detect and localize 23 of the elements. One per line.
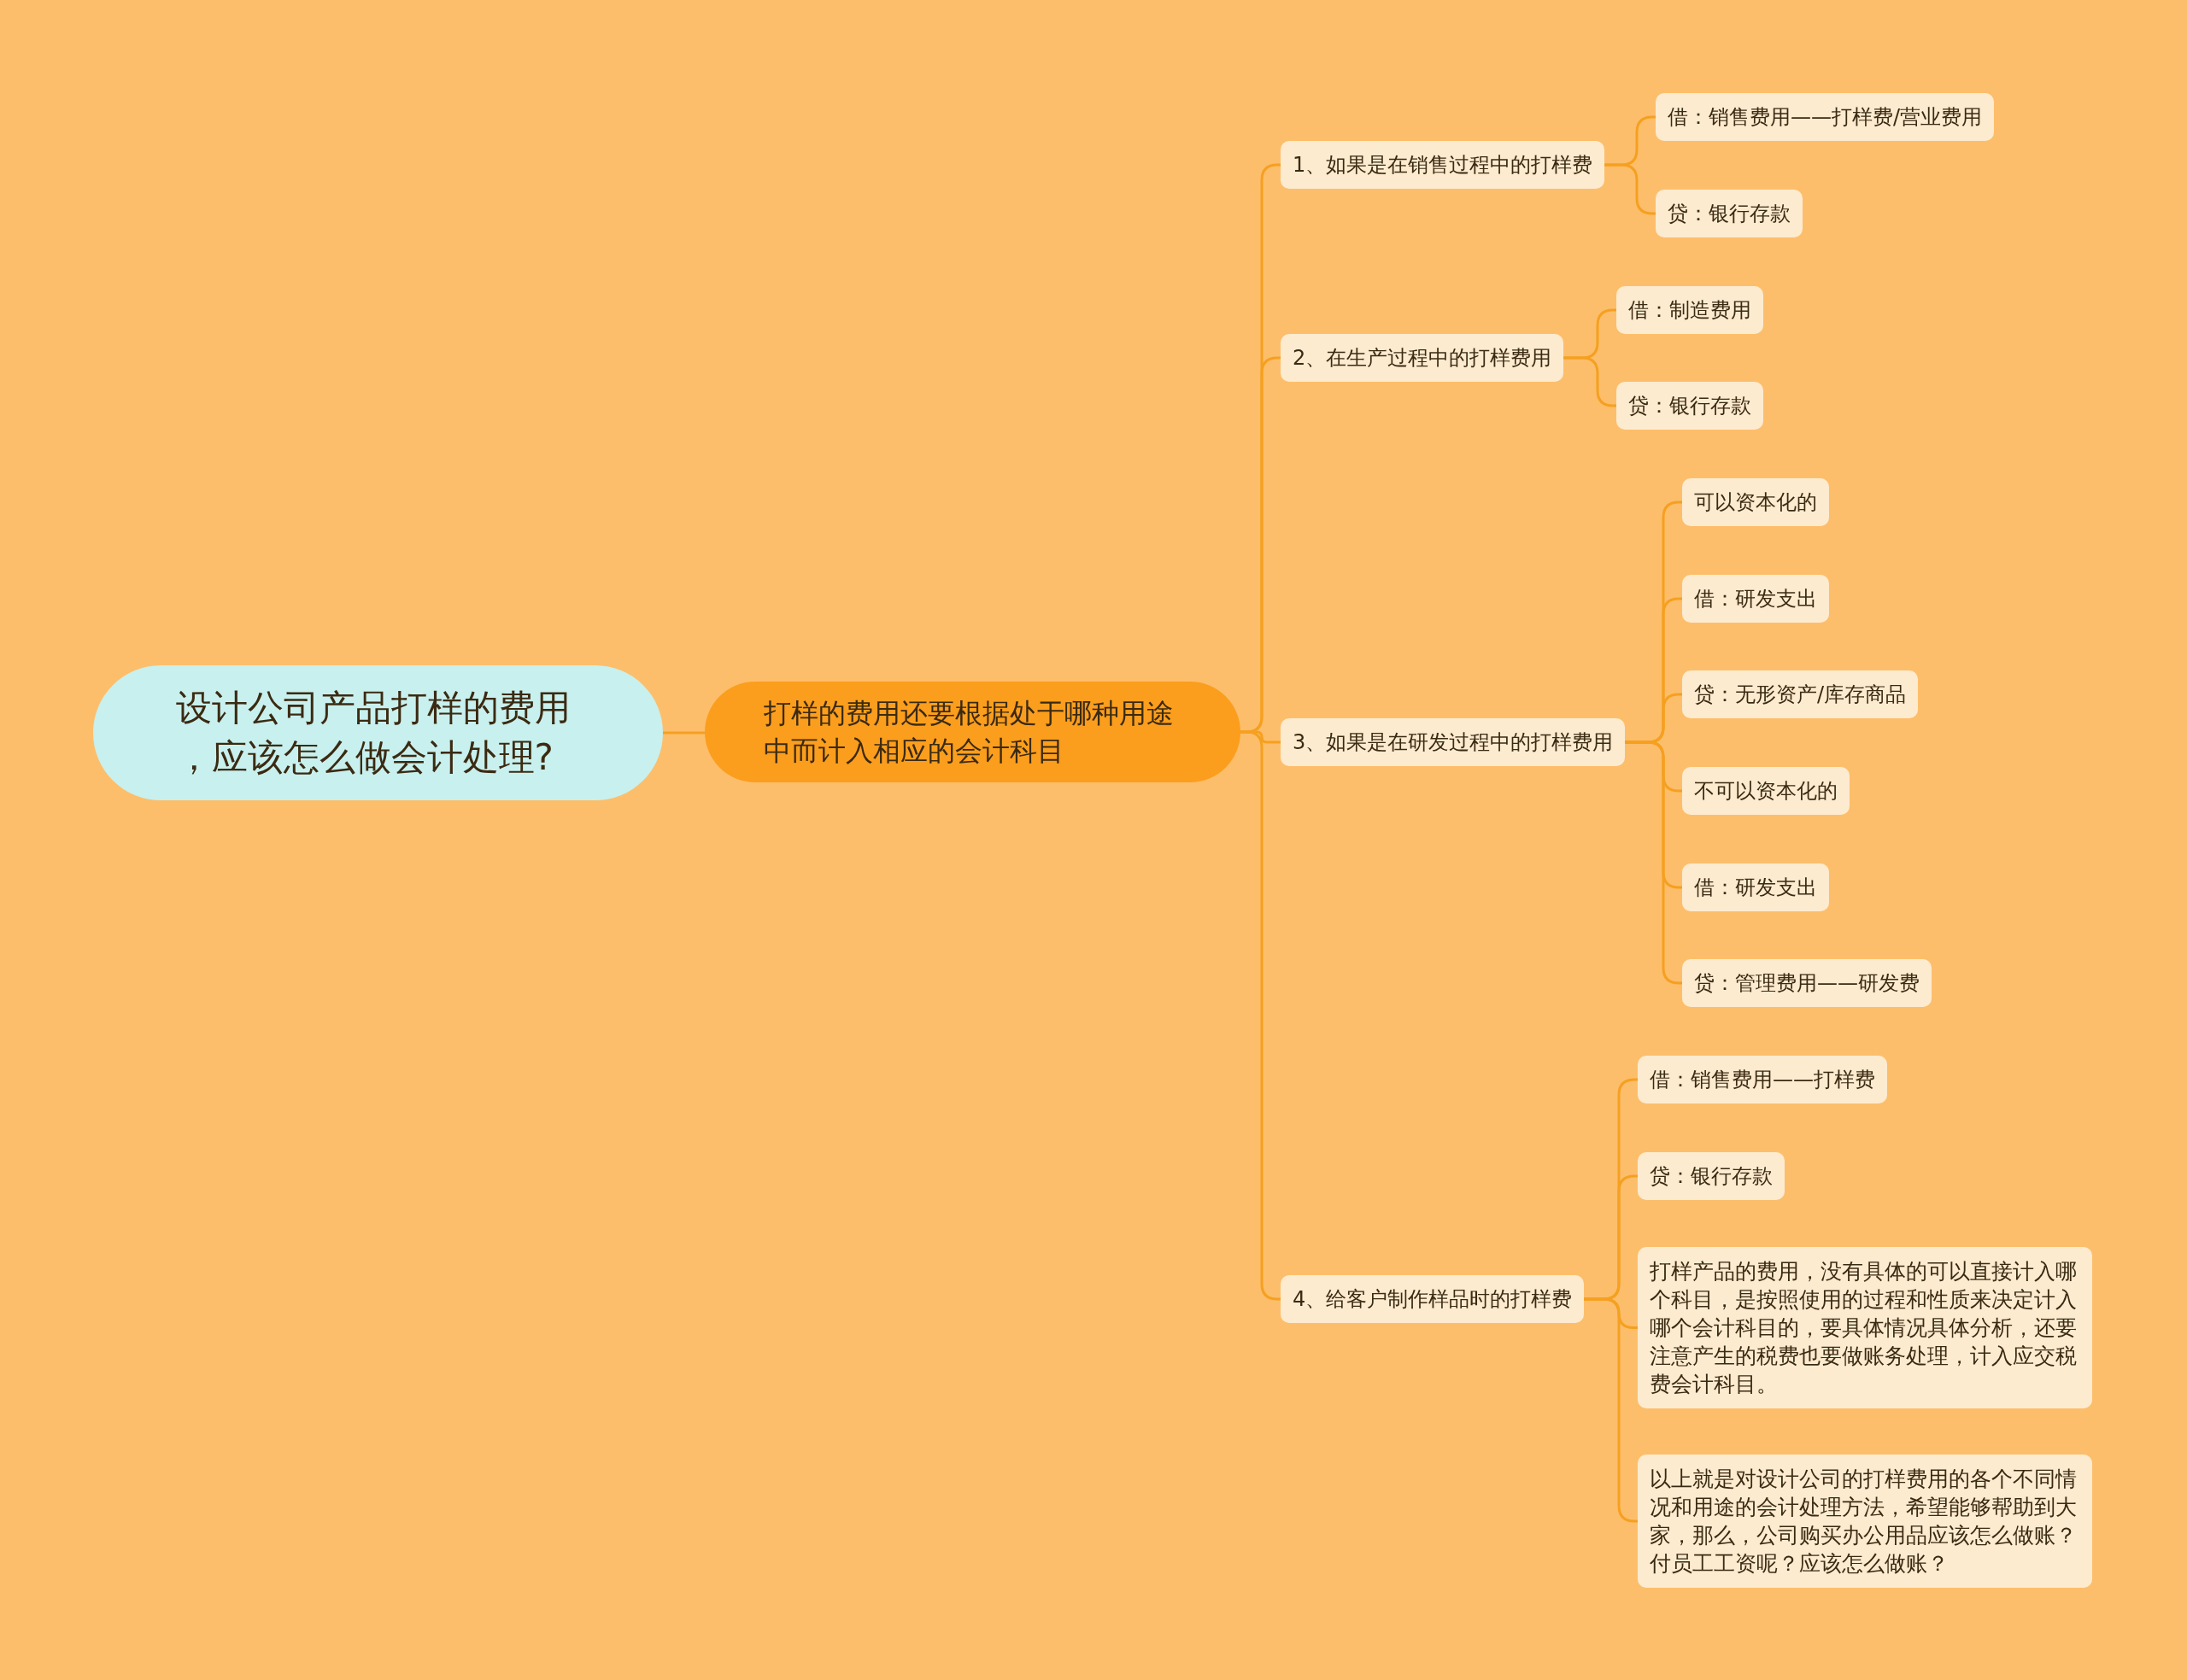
main-topic-box: 打样的费用还要根据处于哪种用途中而计入相应的会计科目 <box>705 682 1240 782</box>
connector-line <box>663 731 705 735</box>
topic-box: 借：研发支出 <box>1682 575 1829 623</box>
topic-box: 借：制造费用 <box>1616 286 1763 334</box>
topic-box: 贷：银行存款 <box>1638 1152 1785 1200</box>
topic-box: 借：销售费用——打样费 <box>1638 1056 1887 1103</box>
connector-line <box>1563 356 1616 407</box>
topic-box: 贷：无形资产/库存商品 <box>1682 670 1919 718</box>
topic-box: 贷：银行存款 <box>1656 190 1803 237</box>
topic-box: 借：研发支出 <box>1682 863 1829 911</box>
note-box: 打样产品的费用，没有具体的可以直接计入哪个科目，是按照使用的过程和性质来决定计入哪个会计科目的，要具体情况具体分析，还要注意产生的税费也要做账务处理，计入应交税费会计科目。 <box>1638 1247 2092 1408</box>
topic-box: 2、在生产过程中的打样费用 <box>1281 334 1564 382</box>
topic-box: 借：销售费用——打样费/营业费用 <box>1656 93 1995 141</box>
topic-box: 1、如果是在销售过程中的打样费 <box>1281 141 1605 189</box>
topic-box: 贷：银行存款 <box>1616 382 1763 430</box>
connector-line <box>1604 163 1656 215</box>
root-topic-box: 设计公司产品打样的费用，应该怎么做会计处理? <box>93 665 663 800</box>
topic-box: 4、给客户制作样品时的打样费 <box>1281 1275 1585 1323</box>
topic-box: 可以资本化的 <box>1682 478 1829 526</box>
topic-box: 贷：管理费用——研发费 <box>1682 959 1932 1007</box>
topic-box: 不可以资本化的 <box>1682 767 1850 815</box>
topic-box: 3、如果是在研发过程中的打样费用 <box>1281 718 1626 766</box>
note-box: 以上就是对设计公司的打样费用的各个不同情况和用途的会计处理方法，希望能够帮助到大家，那么，公司购买办公用品应该怎么做账？付员工工资呢？应该怎么做账？ <box>1638 1455 2092 1588</box>
